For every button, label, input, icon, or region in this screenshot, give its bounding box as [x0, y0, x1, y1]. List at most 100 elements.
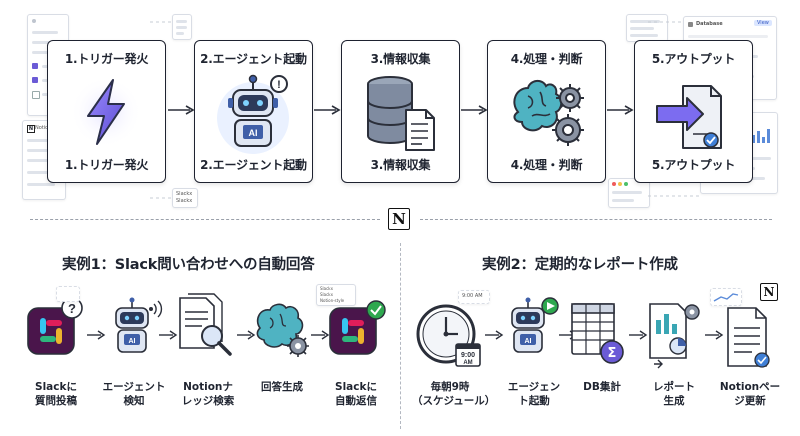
section-divider-left	[30, 219, 380, 220]
reply-note-line: Slackx	[320, 292, 333, 297]
flow-step-label-bottom: 5.アウトプット	[651, 158, 736, 172]
label-line: レポート	[653, 381, 695, 393]
decor-note-top-left	[172, 14, 192, 40]
ai-badge-text: AI	[129, 338, 136, 345]
label-line: Notionナ	[183, 381, 233, 393]
decor-notion-label: Notion	[35, 125, 52, 131]
notion-logo-small-icon: N	[760, 283, 778, 301]
example2-step-label: Notionペー ジ更新	[712, 380, 788, 408]
trend-line-icon	[713, 293, 739, 302]
label-line: 回答生成	[261, 381, 303, 393]
flow-step-output: 5.アウトプット 5.アウトプット	[634, 40, 753, 183]
database-small-icon	[688, 22, 693, 27]
section-divider-right	[420, 219, 772, 220]
brain-gears-icon	[513, 80, 584, 146]
database-table-sum-icon: Σ	[571, 303, 624, 364]
label-line: 質問投稿	[35, 395, 77, 407]
notion-page-update-icon	[727, 307, 770, 368]
decor-window-bottom-right	[608, 178, 650, 208]
ai-badge-text: AI	[249, 128, 258, 138]
label-line: DB集計	[583, 381, 621, 393]
label-line: エージェント	[102, 381, 166, 393]
robot-icon: AI !	[217, 74, 289, 154]
clock-calendar-icon: 9:00 AM	[416, 304, 481, 367]
label-line: Notionペー	[719, 381, 781, 393]
document-export-icon	[656, 85, 722, 149]
example2-step-label: レポート 生成	[636, 380, 712, 408]
example1-step-label: Slackに 質問投稿	[18, 380, 94, 408]
label-line: レッジ検索	[181, 395, 235, 407]
flow-step-label-top: 1.トリガー発火	[64, 52, 149, 66]
arrow-right-icon	[311, 330, 330, 340]
lightning-icon	[70, 76, 142, 148]
mini-bar-chart-icon	[752, 129, 770, 143]
label-line: Slackに	[35, 381, 77, 393]
example1-step-label: エージェント 検知	[96, 380, 172, 408]
arrow-right-icon	[607, 105, 634, 115]
decor-window-top-right	[626, 14, 668, 42]
arrow-right-icon	[237, 330, 256, 340]
notion-logo-icon: N	[388, 208, 410, 230]
flow-step-label-bottom: 4.処理・判断	[510, 158, 583, 172]
flow-step-trigger: 1.トリガー発火 1.トリガー発火	[47, 40, 166, 183]
slack-question-icon: ?	[27, 297, 83, 355]
sigma-text: Σ	[608, 346, 617, 361]
example2-title: 実例2：定期的なレポート作成	[482, 257, 678, 273]
clock-time-text: 9:00	[461, 352, 475, 359]
brain-gear-icon	[256, 303, 309, 357]
example1-title: 実例1：Slack問い合わせへの自動回答	[62, 257, 315, 273]
decor-reply-note: Slackx Slackx Notion-style	[316, 284, 356, 306]
flow-step-label-top: 2.エージェント起動	[200, 52, 307, 66]
slack-check-icon	[329, 300, 386, 355]
flow-step-label-bottom: 2.エージェント起動	[200, 158, 307, 172]
flow-step-label-top: 3.情報収集	[370, 52, 431, 66]
database-document-icon	[367, 76, 435, 151]
decor-question-note	[56, 286, 80, 302]
notion-small-icon: N	[27, 125, 35, 133]
example1-step-label: Notionナ レッジ検索	[170, 380, 246, 408]
flow-step-label-top: 5.アウトプット	[651, 52, 736, 66]
question-mark-text: ?	[68, 301, 76, 316]
label-line: （スケジュール）	[412, 395, 496, 407]
label-line: エージェン	[507, 381, 561, 393]
example2-step-label: エージェン ト起動	[496, 380, 572, 408]
robot-signal-icon: AI	[115, 297, 163, 353]
example2-step-label: DB集計	[564, 380, 640, 394]
arrow-right-icon	[159, 330, 178, 340]
checkbox-icon	[32, 77, 38, 83]
decor-view-label: View	[754, 20, 772, 26]
decor-slack-line: Slackx	[176, 191, 193, 197]
arrow-right-icon	[705, 330, 724, 340]
arrow-right-icon	[168, 105, 195, 115]
time-bubble-text: 9:00 AM	[462, 293, 483, 299]
label-line: 検知	[123, 395, 145, 407]
reply-note-line: Notion-style	[320, 298, 345, 303]
flow-step-agent: 2.エージェント起動 AI ! 2.エージェント起動	[194, 40, 313, 183]
decor-slack-line: Slackx	[176, 198, 193, 204]
example1-step-label: Slackに 自動返信	[318, 380, 394, 408]
decor-database-label: Database	[696, 21, 723, 27]
flow-step-label-top: 4.処理・判断	[510, 52, 583, 66]
checkbox-icon	[32, 91, 40, 99]
label-line: ト起動	[518, 395, 550, 407]
arrow-right-icon	[461, 105, 488, 115]
section-divider-vertical	[400, 243, 401, 429]
decor-slack-note: Slackx Slackx	[172, 188, 198, 208]
arrow-right-icon	[87, 330, 106, 340]
clock-ampm-text: AM	[463, 360, 472, 366]
decor-trend-note	[710, 288, 742, 306]
example2-step-label: 毎朝9時 （スケジュール）	[412, 380, 496, 408]
label-line: 生成	[663, 395, 685, 407]
label-line: ジ更新	[734, 395, 766, 407]
label-line: 自動返信	[335, 395, 377, 407]
alert-badge-text: !	[277, 79, 281, 91]
ai-badge-text: AI	[525, 338, 532, 345]
checkbox-icon	[32, 63, 38, 69]
flow-step-label-bottom: 1.トリガー発火	[64, 158, 149, 172]
document-search-icon	[179, 293, 232, 356]
flow-step-collect: 3.情報収集 3.情報収集	[341, 40, 460, 183]
decor-connectors	[150, 21, 700, 199]
label-line: Slackに	[335, 381, 377, 393]
example1-step-label: 回答生成	[244, 380, 320, 394]
flow-step-process: 4.処理・判断 4.処理・判断	[487, 40, 606, 183]
